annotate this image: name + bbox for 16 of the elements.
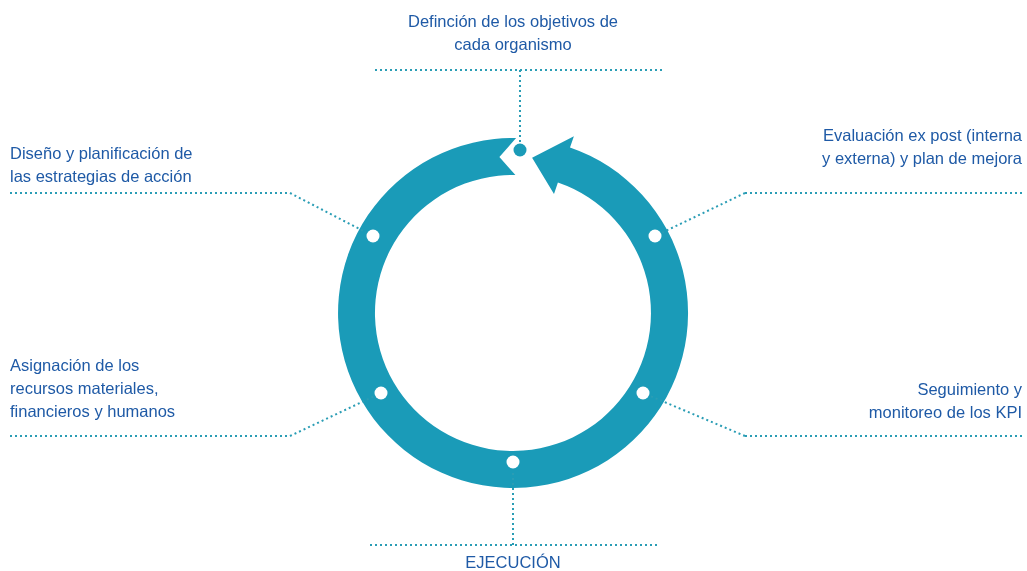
step-label: Evaluación ex post (interna y externa) y plan de mejora xyxy=(814,124,1022,170)
step-label: EJECUCIÓN xyxy=(413,551,613,571)
step-label: Definción de los objetivos de cada organismo xyxy=(393,10,633,56)
leader-line xyxy=(649,395,1023,437)
dot-marker xyxy=(374,386,388,400)
step-label: Seguimiento y monitoreo de los KPI xyxy=(860,378,1022,424)
dot-marker xyxy=(513,143,527,157)
dot-marker xyxy=(506,455,520,469)
dot-marker xyxy=(636,386,650,400)
step-label: Diseño y planificación de las estrategias de acción xyxy=(10,142,208,188)
leader-line xyxy=(661,192,1023,234)
step-label: Asignación de los recursos materiales, financieros y humanos xyxy=(10,354,176,423)
leader-line xyxy=(9,192,367,234)
leader-line xyxy=(9,395,375,437)
dot-marker xyxy=(366,229,380,243)
dot-marker xyxy=(648,229,662,243)
